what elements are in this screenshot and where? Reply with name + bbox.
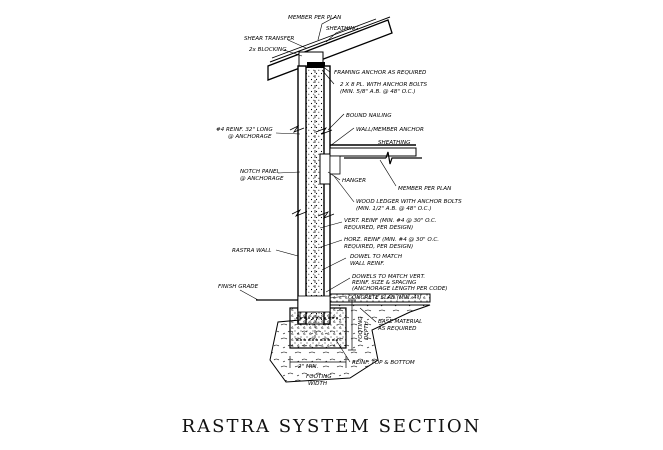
rastra-wall-section [289, 65, 335, 340]
label-notch-panel-2: @ ANCHORAGE [240, 176, 284, 182]
label-sill-plate-2: (MIN. 5/8" A.B. @ 48" O.C.) [340, 89, 416, 95]
label-hanger: HANGER [342, 178, 366, 184]
label-dowel-2: WALL REINF. [350, 261, 385, 267]
label-sill-plate-1: 2 X 8 PL. WITH ANCHOR BOLTS [340, 82, 427, 88]
label-blocking: 2x BLOCKING [249, 47, 287, 53]
label-base-1: BASE MATERIAL [378, 319, 422, 325]
label-dowels-1: DOWELS TO MATCH VERT. [352, 274, 425, 280]
label-ledger-2: (MIN. 1/2" A.B. @ 48" O.C.) [356, 206, 432, 212]
leader-lines [239, 16, 397, 363]
label-rastra-wall: RASTRA WALL [232, 248, 271, 254]
label-dowel-1: DOWEL TO MATCH [350, 254, 403, 260]
label-dim-small: 2" MIN. [298, 364, 319, 370]
label-shear-transfer: SHEAR TRANSFER [244, 36, 294, 42]
label-sheathing-top: SHEATHING [326, 26, 359, 32]
floor-member [319, 144, 422, 185]
foundation [256, 293, 431, 383]
label-reinf-1: #4 REINF. 32" LONG [216, 127, 273, 133]
label-framing-anchor: FRAMING ANCHOR AS REQUIRED [334, 70, 427, 76]
label-footing-depth-2: DEPTH [364, 320, 370, 340]
label-footing-width-1: FOOTING [306, 374, 332, 380]
label-vert-reinf-1: VERT. REINF (MIN. #4 @ 30" O.C. [344, 218, 437, 224]
label-member-per-plan-top: MEMBER PER PLAN [288, 15, 342, 21]
sill-plate [307, 62, 325, 68]
label-wall-member-anchor: WALL/MEMBER ANCHOR [356, 127, 424, 133]
label-reinf-top-bottom: REINF. TOP & BOTTOM [352, 360, 415, 366]
label-member-per-plan-mid: MEMBER PER PLAN [398, 186, 452, 192]
label-sheathing-mid: SHEATHING [378, 140, 411, 146]
label-footing-depth-1: FOOTING [358, 316, 364, 342]
label-finish-grade: FINISH GRADE [218, 284, 259, 290]
callout-labels: MEMBER PER PLAN SHEATHING SHEAR TRANSFER… [216, 15, 462, 387]
label-slab: CONCRETE SLAB (MIN. 4") [348, 295, 421, 301]
label-notch-panel-1: NOTCH PANEL [240, 169, 280, 175]
drawing-title: RASTRA SYSTEM SECTION [181, 416, 482, 437]
label-ledger-1: WOOD LEDGER WITH ANCHOR BOLTS [356, 199, 462, 205]
label-base-2: AS REQUIRED [377, 326, 417, 332]
label-horz-reinf-1: HORZ. REINF (MIN. #4 @ 30" O.C. [344, 237, 439, 243]
label-footing-width-2: WIDTH [308, 381, 328, 387]
label-vert-reinf-2: REQUIRED, PER DESIGN) [344, 225, 413, 231]
label-reinf-2: @ ANCHORAGE [228, 134, 272, 140]
label-horz-reinf-2: REQUIRED, PER DESIGN) [344, 244, 413, 250]
label-dowels-2: REINF. SIZE & SPACING [352, 280, 417, 286]
label-bound-nailing: BOUND NAILING [346, 113, 392, 119]
label-dowels-3: (ANCHORAGE LENGTH PER CODE) [352, 286, 448, 292]
